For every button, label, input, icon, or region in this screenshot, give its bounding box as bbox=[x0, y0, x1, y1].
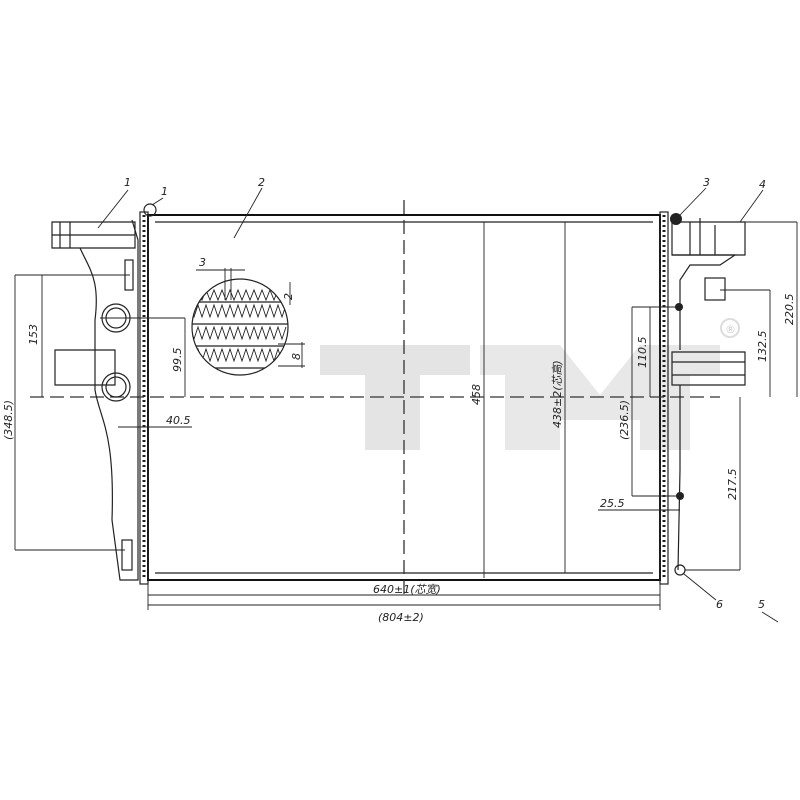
dim-458: 458 bbox=[470, 384, 483, 405]
dim-132-5: 132.5 bbox=[756, 331, 769, 363]
detail-tube-pitch: 8 bbox=[290, 353, 303, 360]
detail-fin-pitch: 3 bbox=[199, 256, 206, 269]
dim-core-height: 438±2(芯高) bbox=[551, 360, 564, 428]
dim-220-5: 220.5 bbox=[783, 294, 796, 326]
dim-40-5: 40.5 bbox=[166, 414, 191, 427]
fin-detail-view bbox=[191, 268, 305, 376]
dim-core-width: 640±1(芯宽) bbox=[373, 583, 441, 596]
registered-mark: ® bbox=[725, 323, 736, 336]
callout-5: 5 bbox=[758, 598, 765, 611]
dimension-lines bbox=[14, 187, 798, 623]
dim-217-5: 217.5 bbox=[726, 469, 739, 501]
dim-236-5: (236.5) bbox=[618, 400, 631, 440]
dimension-labels: 153 (348.5) 99.5 40.5 458 438±2(芯高) 640±… bbox=[2, 294, 796, 625]
dim-overall-width: (804±2) bbox=[378, 611, 424, 624]
callout-4: 4 bbox=[759, 178, 766, 191]
dim-99-5: 99.5 bbox=[171, 348, 184, 373]
left-tank bbox=[51, 203, 157, 581]
callout-2: 2 bbox=[258, 176, 265, 189]
callout-3: 3 bbox=[703, 176, 710, 189]
callout-1: 1 bbox=[124, 176, 131, 189]
callout-6: 6 bbox=[716, 598, 723, 611]
dim-348-5: (348.5) bbox=[2, 400, 15, 440]
dim-110-5: 110.5 bbox=[636, 337, 649, 369]
callout-1-small: 1 bbox=[161, 185, 168, 198]
detail-fin-height: 2 bbox=[282, 293, 295, 300]
callout-labels: 1 1 2 3 4 5 6 3 2 8 bbox=[124, 176, 766, 611]
dim-153: 153 bbox=[27, 324, 40, 345]
dim-25-5: 25.5 bbox=[600, 497, 625, 510]
